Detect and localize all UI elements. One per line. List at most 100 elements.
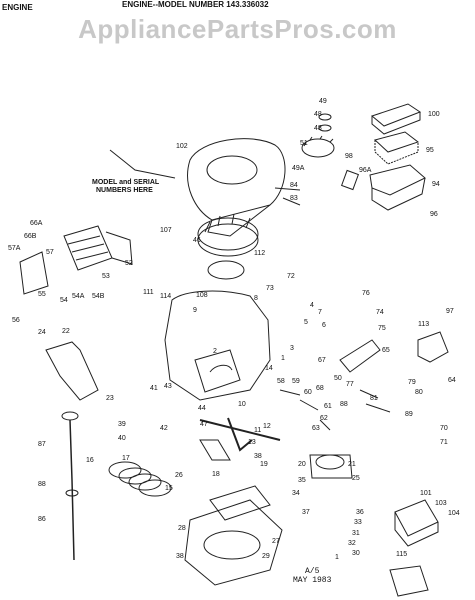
part-number-label: 77: [346, 381, 354, 388]
part-number-label: 98: [345, 153, 353, 160]
part-number-label: 1: [335, 554, 339, 561]
watermark: AppliancePartsPros.com: [78, 14, 397, 44]
diagram-footer: A/5 MAY 1983: [293, 567, 331, 585]
part-number-label: 49: [319, 98, 327, 105]
part-number-label: 107: [160, 227, 172, 234]
part-number-label: 65: [382, 347, 390, 354]
part-number-label: MODEL and SERIAL: [92, 179, 160, 186]
part-number-label: 46: [193, 237, 201, 244]
engine-block: [164, 290, 271, 401]
part-number-label: 5: [304, 319, 308, 326]
part-number-label: 53: [102, 273, 110, 280]
part-number-label: 34: [292, 490, 300, 497]
part-number-label: 6: [322, 322, 326, 329]
part-number-label: 41: [150, 385, 158, 392]
part-number-label: 3: [290, 345, 294, 352]
part-number-label: 83: [290, 195, 298, 202]
oil-sump: [184, 499, 283, 586]
part-number-label: 38: [254, 453, 262, 460]
part-number-label: 11: [254, 427, 261, 434]
part-number-label: 59: [292, 378, 300, 385]
part-number-label: 75: [378, 325, 386, 332]
part-number-label: 101: [420, 490, 432, 497]
part-number-label: 17: [122, 455, 130, 462]
part-number-label: 87: [38, 441, 46, 448]
part-number-label: 54: [60, 297, 68, 304]
part-number-label: 2: [213, 348, 217, 355]
part-number-label: 88: [340, 401, 348, 408]
part-number-label: 38: [176, 553, 184, 560]
part-number-label: 111: [143, 289, 154, 296]
air-cleaner-base: [369, 164, 426, 196]
part-number-label: 104: [448, 510, 460, 517]
part-number-label: 13: [248, 439, 256, 446]
part-number-label: 72: [287, 273, 295, 280]
part-number-label: 48: [314, 111, 322, 118]
part-number-label: 22: [62, 328, 70, 335]
part-number-label: 86: [38, 516, 46, 523]
part-number-label: 63: [312, 425, 320, 432]
part-number-label: 25: [352, 475, 360, 482]
part-number-label: 60: [304, 389, 312, 396]
part-number-label: 96: [430, 211, 438, 218]
part-number-label: 81: [370, 395, 378, 402]
revision-date: MAY 1983: [293, 576, 332, 585]
part-number-label: 94: [432, 181, 440, 188]
part-number-label: 16: [86, 457, 94, 464]
part-number-label: 64: [448, 377, 456, 384]
part-number-label: 36: [356, 509, 364, 516]
mounting-bracket: [45, 341, 99, 401]
part-number-label: 68: [316, 385, 324, 392]
part-number-label: 84: [290, 182, 298, 189]
part-number-label: 100: [428, 111, 440, 118]
page-header: ENGINE ENGINE--MODEL NUMBER 143.336032: [0, 0, 475, 14]
part-number-label: 76: [362, 290, 370, 297]
part-number-label: 51: [300, 140, 308, 147]
part-number-label: 43: [164, 383, 172, 390]
starter-gear: [301, 138, 335, 158]
part-number-label: 30: [352, 550, 360, 557]
part-number-label: 88: [38, 481, 46, 488]
part-number-label: NUMBERS HERE: [96, 187, 153, 194]
part-number-label: 96A: [359, 167, 372, 174]
part-number-label: 40: [118, 435, 126, 442]
part-number-label: 58: [277, 378, 285, 385]
part-number-label: 54B: [92, 293, 105, 300]
part-number-label: 55: [38, 291, 46, 298]
section-label: ENGINE: [2, 3, 33, 12]
part-number-label: 80: [415, 389, 423, 396]
part-number-label: 52: [125, 260, 133, 267]
dipstick: [69, 419, 75, 561]
part-number-label: 67: [318, 357, 326, 364]
part-number-label: 39: [118, 421, 126, 428]
part-number-label: 20: [298, 461, 306, 468]
part-number-label: 114: [160, 293, 171, 300]
part-number-label: 23: [106, 395, 114, 402]
muffler: [394, 499, 439, 537]
part-number-label: 4: [310, 302, 314, 309]
part-number-label: 102: [176, 143, 188, 150]
flywheel: [197, 223, 259, 257]
part-number-label: 14: [265, 365, 273, 372]
fuel-tank-lid: [309, 454, 353, 479]
part-number-label: 112: [254, 250, 265, 257]
part-number-label: 31: [352, 530, 360, 537]
part-number-label: 15: [165, 485, 173, 492]
part-number-label: 27: [272, 538, 280, 545]
carburetor: [417, 331, 449, 363]
part-number-label: 50: [334, 375, 342, 382]
part-number-label: 21: [348, 461, 356, 468]
air-filter-element: [373, 131, 420, 153]
part-number-label: 9: [193, 307, 197, 314]
part-number-label: 113: [418, 321, 429, 328]
part-number-label: 73: [266, 285, 274, 292]
part-number-label: 26: [175, 472, 183, 479]
part-number-label: 1: [281, 355, 285, 362]
part-number-label: 103: [435, 500, 447, 507]
part-number-label: 49A: [292, 165, 305, 172]
part-number-label: 89: [405, 411, 413, 418]
part-number-label: 97: [446, 308, 454, 315]
part-number-label: 66B: [24, 233, 37, 240]
part-number-label: 37: [302, 509, 310, 516]
